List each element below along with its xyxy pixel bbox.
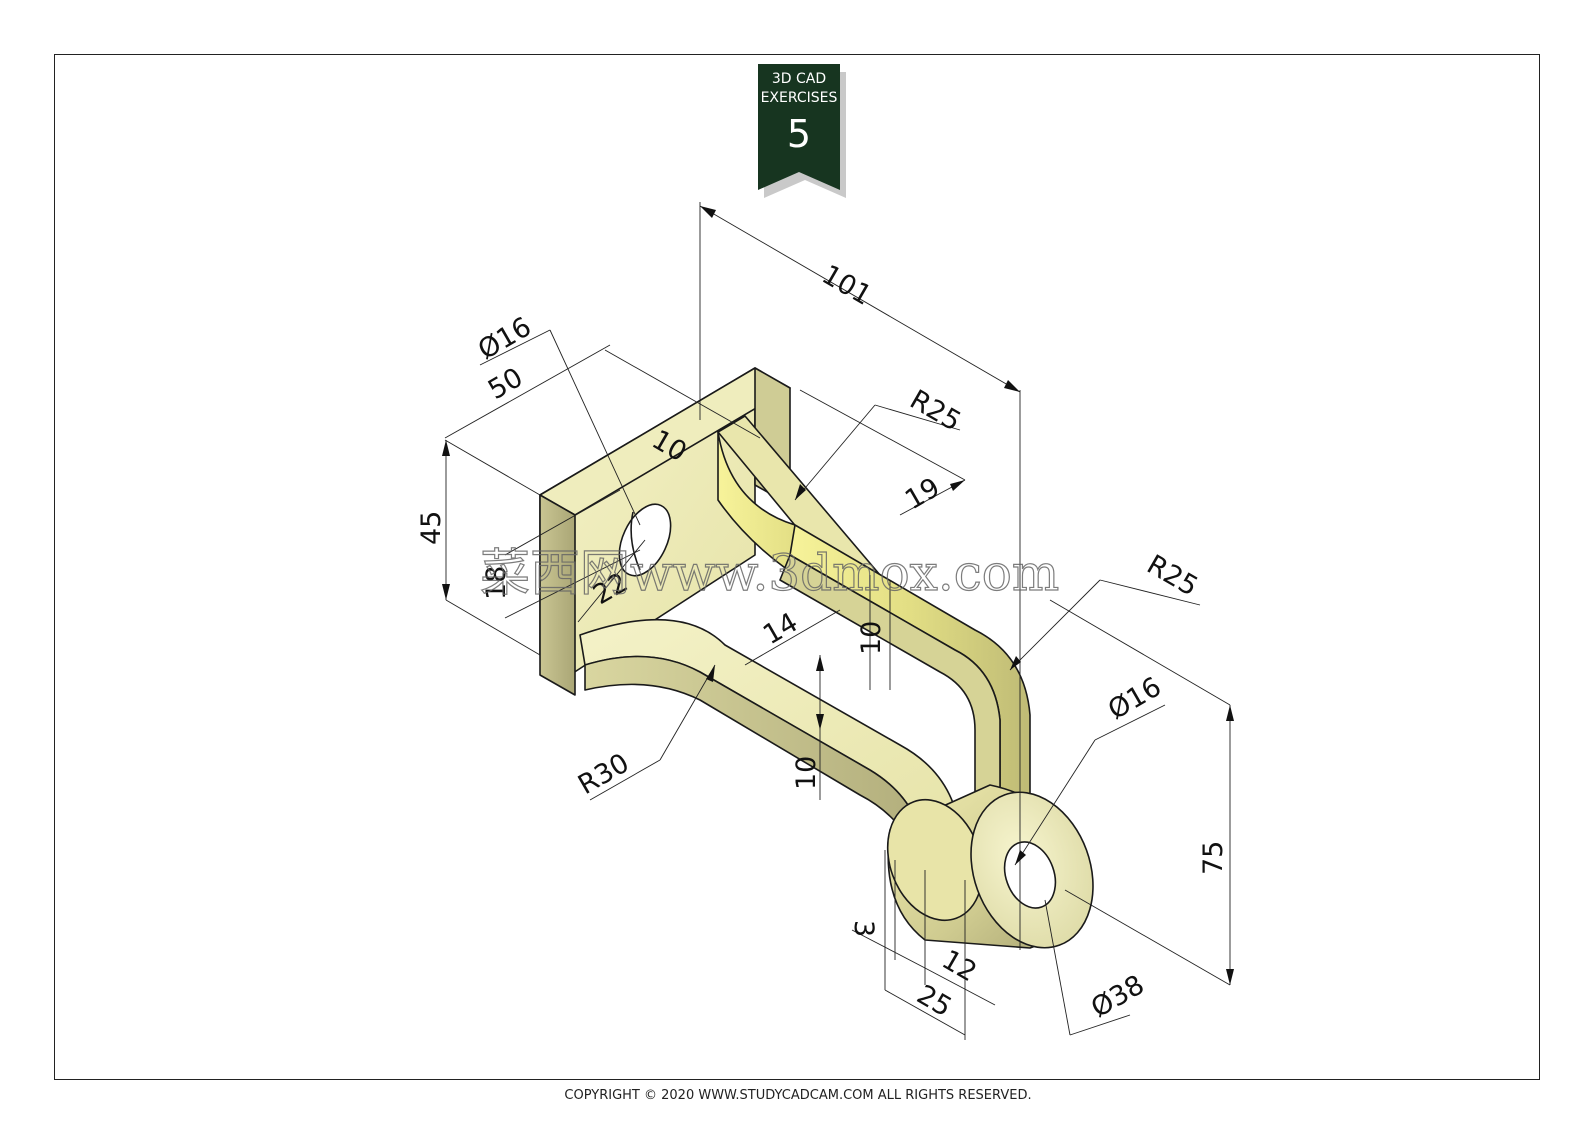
dim-r25-top: R25 [905,384,967,437]
dim-dia16-boss: Ø16 [1103,671,1167,726]
dimension-lines [444,202,1231,1040]
dim-dia38: Ø38 [1086,969,1150,1024]
badge-ribbon-shape [758,64,846,198]
plate-hole-inner [630,511,641,571]
plate-left-face [539,494,576,696]
badge-line-1: 3D CAD [771,71,827,87]
dim-10-bottom: 10 [791,756,822,790]
dim-dia16-top: Ø16 [473,311,537,366]
dim-10-web: 10 [856,621,887,655]
dim-r30: R30 [573,748,635,801]
part-geometry [539,367,1094,949]
exercise-badge: 3D CAD EXERCISES 5 [758,64,853,198]
dim-75: 75 [1198,841,1229,875]
badge-line-2: EXERCISES [760,90,838,106]
watermark: 菜西网www.3dmox.com [480,544,1059,602]
dim-3: 3 [848,920,879,937]
dimension-labels: 101 50 45 Ø16 10 R25 19 R25 18 22 14 10 … [416,259,1229,1024]
dimension-arrows [442,206,1234,985]
dim-25: 25 [912,979,957,1023]
dim-18: 18 [481,566,512,600]
badge-ribbon-fill [758,64,840,190]
dim-r25-right: R25 [1142,549,1204,602]
dim-45: 45 [416,511,447,545]
dim-14: 14 [758,607,803,651]
badge-number: 5 [786,112,812,156]
drawing-frame [54,54,1540,1080]
dim-19: 19 [900,472,945,516]
dim-12: 12 [937,944,982,988]
copyright-notice: COPYRIGHT © 2020 WWW.STUDYCADCAM.COM ALL… [564,1088,1032,1103]
dim-50: 50 [483,362,528,406]
